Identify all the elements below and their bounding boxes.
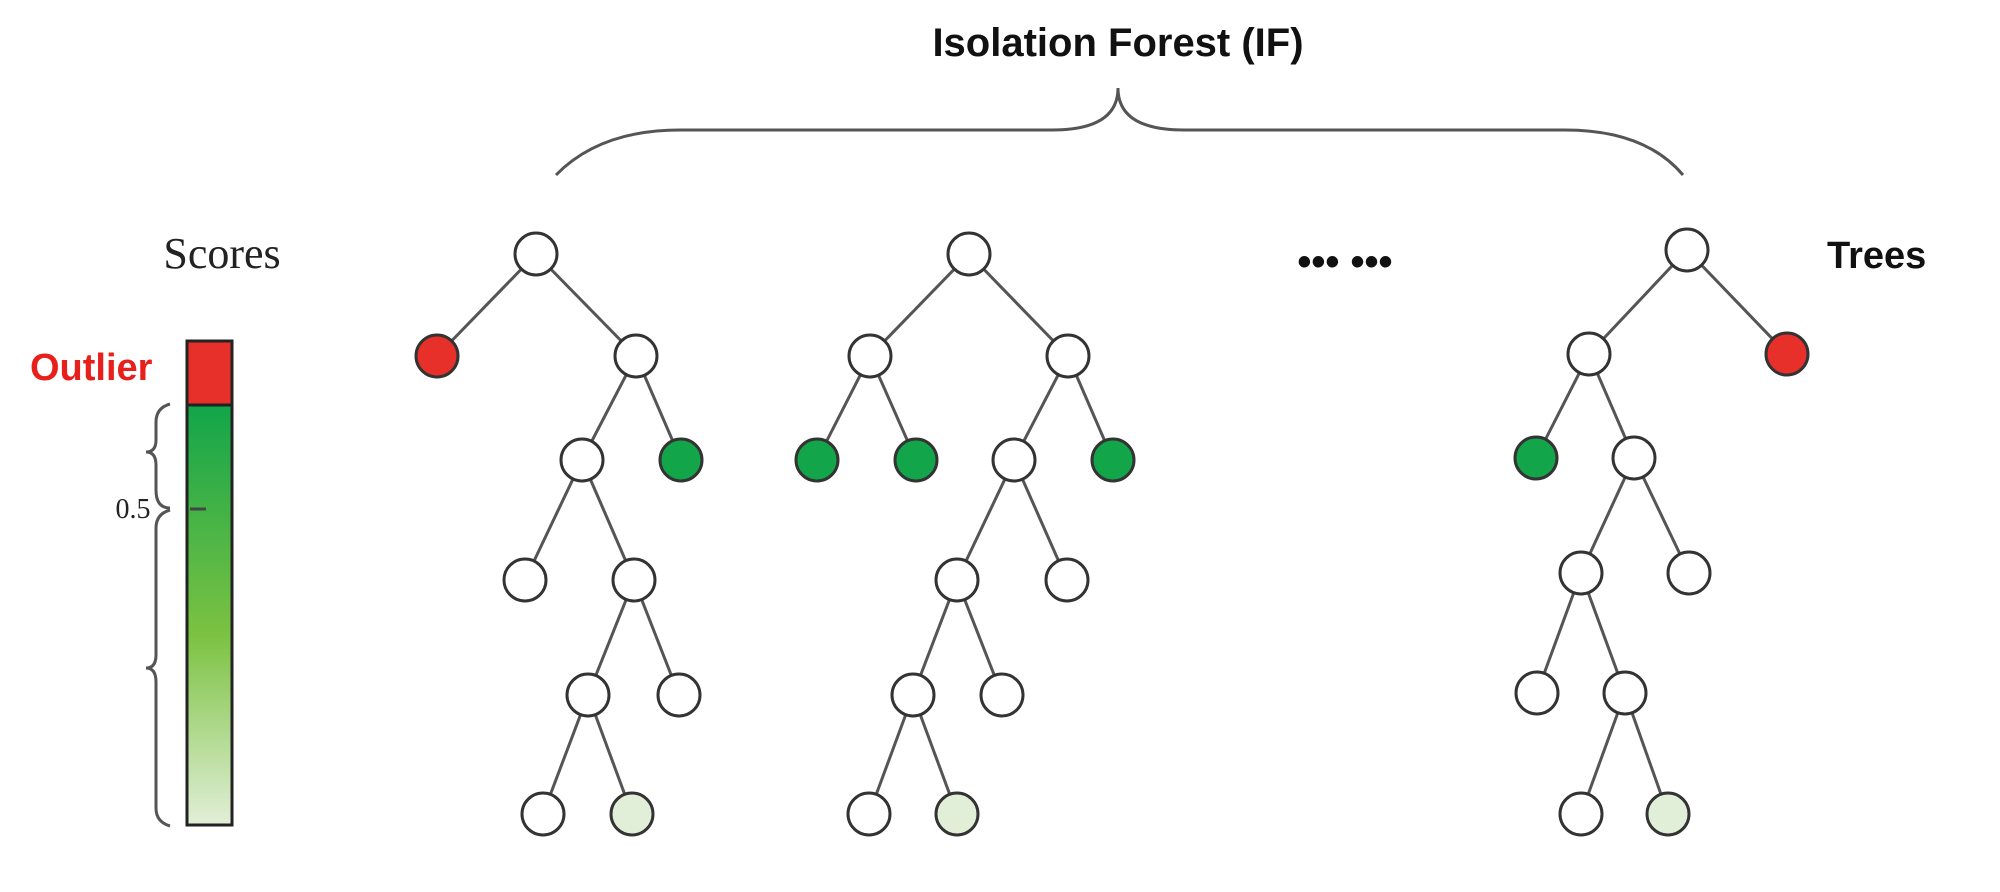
tree-edge: [1587, 248, 1689, 356]
tree-node-normal: [520, 791, 566, 837]
tree-node-inlier: [658, 437, 704, 483]
tree-node-inlier-light: [609, 791, 655, 837]
forest-brace: [554, 87, 1685, 177]
tree-node-normal: [1045, 333, 1091, 379]
tree-node-normal: [1558, 791, 1604, 837]
scores-label: Scores: [163, 229, 280, 278]
tree-node-normal: [1664, 227, 1710, 273]
outlier-label: Outlier: [30, 347, 153, 389]
tree-edge: [967, 252, 1070, 358]
diagram-title: Isolation Forest (IF): [932, 21, 1303, 65]
score-bar: [185, 339, 234, 827]
tree-node-normal: [890, 672, 936, 718]
tree-node-inlier-light: [1645, 791, 1691, 837]
tree-node-normal: [1611, 435, 1657, 481]
tree-node-normal: [934, 557, 980, 603]
tree-2: [794, 231, 1136, 837]
tree-node-normal: [565, 672, 611, 718]
tree-edge: [1685, 248, 1789, 356]
tree-node-normal: [559, 437, 605, 483]
tree-node-normal: [611, 557, 657, 603]
tree-node-normal: [1666, 550, 1712, 596]
score-bar-inlier-segment: [185, 403, 234, 827]
tree-edge: [534, 252, 638, 358]
tree-node-outlier: [414, 333, 460, 379]
tree-node-normal: [502, 557, 548, 603]
tree-edge: [435, 252, 538, 358]
tree-node-inlier: [1090, 437, 1136, 483]
scale-tick-label: 0.5: [116, 494, 151, 525]
tree-node-normal: [656, 672, 702, 718]
score-bar-outlier-segment: [185, 339, 234, 407]
tree-node-inlier: [794, 437, 840, 483]
tree-1: [414, 231, 704, 837]
trees-label: Trees: [1827, 235, 1926, 277]
tree-3: [1513, 227, 1810, 837]
tree-edge: [868, 252, 971, 358]
tree-node-normal: [991, 437, 1037, 483]
ellipsis: ••• •••: [1297, 240, 1392, 284]
tree-node-inlier: [893, 437, 939, 483]
tree-node-normal: [1044, 557, 1090, 603]
tree-node-normal: [979, 672, 1025, 718]
score-scale-brace: [145, 402, 206, 828]
tree-node-normal: [1602, 670, 1648, 716]
tree-node-normal: [613, 333, 659, 379]
tree-node-inlier-light: [934, 791, 980, 837]
tree-node-inlier: [1513, 435, 1559, 481]
tree-node-normal: [513, 231, 559, 277]
tree-node-normal: [1558, 550, 1604, 596]
tree-node-normal: [1514, 670, 1560, 716]
trees-group: [414, 227, 1810, 837]
tree-node-normal: [846, 791, 892, 837]
tree-node-outlier: [1764, 331, 1810, 377]
tree-node-normal: [946, 231, 992, 277]
tree-node-normal: [847, 333, 893, 379]
tree-node-normal: [1566, 331, 1612, 377]
